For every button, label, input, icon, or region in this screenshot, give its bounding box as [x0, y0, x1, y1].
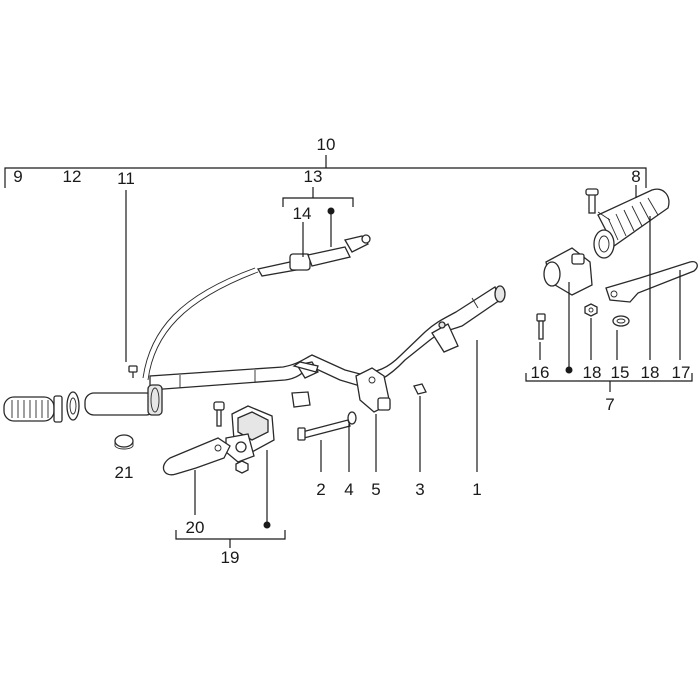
throttle-cable: [142, 267, 259, 381]
callout-9: 9: [13, 167, 22, 186]
callout-5: 5: [371, 480, 380, 499]
callout-3: 3: [415, 480, 424, 499]
spring-15: [612, 315, 630, 327]
callout-15: 15: [611, 363, 630, 382]
center-clamp: [355, 367, 427, 413]
callout-17: 17: [672, 363, 691, 382]
right-lever-clamp: [543, 247, 593, 296]
bracket-10: [4, 155, 647, 188]
bolt-2: [297, 419, 351, 441]
washer-12: [66, 391, 80, 421]
callout-18-b: 18: [641, 363, 660, 382]
master-cylinder: [213, 401, 275, 474]
callout-10: 10: [317, 135, 336, 154]
washer-4: [347, 411, 357, 425]
throttle-tube: [84, 384, 163, 416]
callout-11: 11: [117, 169, 135, 188]
callout-16: 16: [531, 363, 550, 382]
cable-adjuster-14: [256, 207, 371, 277]
callout-14: 14: [293, 204, 312, 223]
callout-18-a: 18: [583, 363, 602, 382]
left-grip: [3, 395, 63, 423]
callout-21: 21: [115, 463, 134, 482]
callout-19: 19: [221, 548, 240, 567]
callout-12: 12: [63, 167, 82, 186]
bracket-19: [175, 530, 286, 548]
cap-21: [114, 434, 134, 450]
callout-1: 1: [472, 480, 481, 499]
right-grip: [585, 188, 670, 259]
right-lever: [605, 260, 698, 303]
callout-20: 20: [186, 518, 205, 537]
callout-4: 4: [344, 480, 353, 499]
callout-2: 2: [316, 480, 325, 499]
bracket-7: [525, 373, 693, 392]
screw-11: [125, 190, 138, 378]
left-lever: [162, 437, 231, 476]
callout-8: 8: [631, 167, 640, 186]
nut-18: [584, 303, 598, 317]
callout-7: 7: [605, 395, 614, 414]
handlebar-tube: [149, 285, 506, 408]
bracket-13: [282, 187, 354, 207]
callout-13: 13: [304, 167, 323, 186]
bolt-16: [536, 313, 546, 340]
